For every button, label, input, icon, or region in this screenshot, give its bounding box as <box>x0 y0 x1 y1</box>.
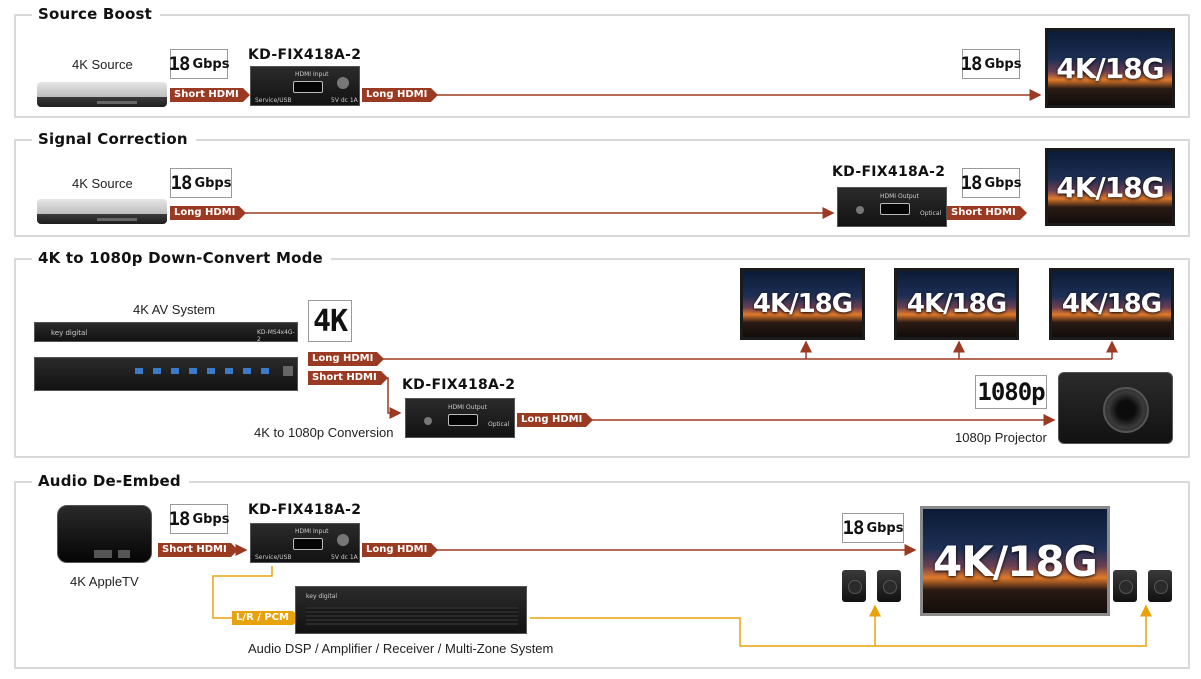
dc-cable-long-2: Long HDMI <box>517 413 594 427</box>
sc-cable-long: Long HDMI <box>170 206 247 220</box>
dc-device-box: HDMI Output Optical <box>405 398 515 438</box>
panel-source-boost <box>14 14 1190 118</box>
sb-tv: 4K/18G <box>1045 28 1175 108</box>
dc-projector-label: 1080p Projector <box>955 430 1047 445</box>
ad-amp-label: Audio DSP / Amplifier / Receiver / Multi… <box>248 641 554 656</box>
ad-device-box: HDMI Input Service/USB 5V dc 1A <box>250 523 360 563</box>
panel-title-audio-deembed: Audio De-Embed <box>32 473 189 489</box>
dc-cable-long-1: Long HDMI <box>308 352 385 366</box>
ad-speaker-4 <box>1148 570 1172 602</box>
sc-source-label: 4K Source <box>72 176 133 191</box>
dc-badge-4k: 4K <box>308 300 352 342</box>
dc-badge-1080p: 1080p <box>975 375 1047 409</box>
ad-appletv <box>57 505 152 563</box>
sc-device-box: HDMI Output Optical <box>837 187 947 227</box>
ad-device-name: KD-FIX418A-2 <box>248 502 362 518</box>
dc-system-bottom-unit <box>34 357 298 391</box>
wire-ad-speakers <box>530 604 1152 647</box>
dc-tv-1: 4K/18G <box>740 268 865 340</box>
panel-signal-correction <box>14 139 1190 237</box>
panel-title-signal-correction: Signal Correction <box>32 131 196 147</box>
ad-speaker-1 <box>842 570 866 602</box>
panel-audio-deembed <box>14 481 1190 669</box>
sc-source-player <box>37 199 167 224</box>
dc-tv-2: 4K/18G <box>894 268 1019 340</box>
ad-cable-audio: L/R / PCM <box>232 611 300 625</box>
sc-tv: 4K/18G <box>1045 148 1175 226</box>
sb-device-name: KD-FIX418A-2 <box>248 47 362 63</box>
dc-conversion-label: 4K to 1080p Conversion <box>254 425 394 440</box>
ad-speaker-3 <box>1113 570 1137 602</box>
dc-device-name: KD-FIX418A-2 <box>402 377 516 393</box>
sb-device-box: HDMI Input Service/USB 5V dc 1A <box>250 66 360 106</box>
ad-cable-long: Long HDMI <box>362 543 439 557</box>
dc-system-top-unit: key digital KD-MS4x4G-2 <box>34 322 298 343</box>
dc-cable-short: Short HDMI <box>308 371 388 385</box>
panel-title-down-convert: 4K to 1080p Down-Convert Mode <box>32 250 331 266</box>
ad-source-label: 4K AppleTV <box>70 574 139 589</box>
sb-cable-long: Long HDMI <box>362 88 439 102</box>
ad-speaker-2 <box>877 570 901 602</box>
panel-down-convert <box>14 258 1190 458</box>
ad-cable-short: Short HDMI <box>158 543 238 557</box>
ad-tv: 4K/18G <box>920 506 1110 616</box>
sb-cable-short: Short HDMI <box>170 88 250 102</box>
sc-cable-short: Short HDMI <box>947 206 1027 220</box>
sc-device-name: KD-FIX418A-2 <box>832 164 946 180</box>
sb-source-player <box>37 82 167 107</box>
panel-title-source-boost: Source Boost <box>32 6 161 22</box>
dc-projector <box>1058 372 1173 444</box>
sb-source-label: 4K Source <box>72 57 133 72</box>
ad-amplifier: key digital <box>295 586 527 634</box>
dc-tv-3: 4K/18G <box>1049 268 1174 340</box>
dc-system-label: 4K AV System <box>133 302 216 317</box>
